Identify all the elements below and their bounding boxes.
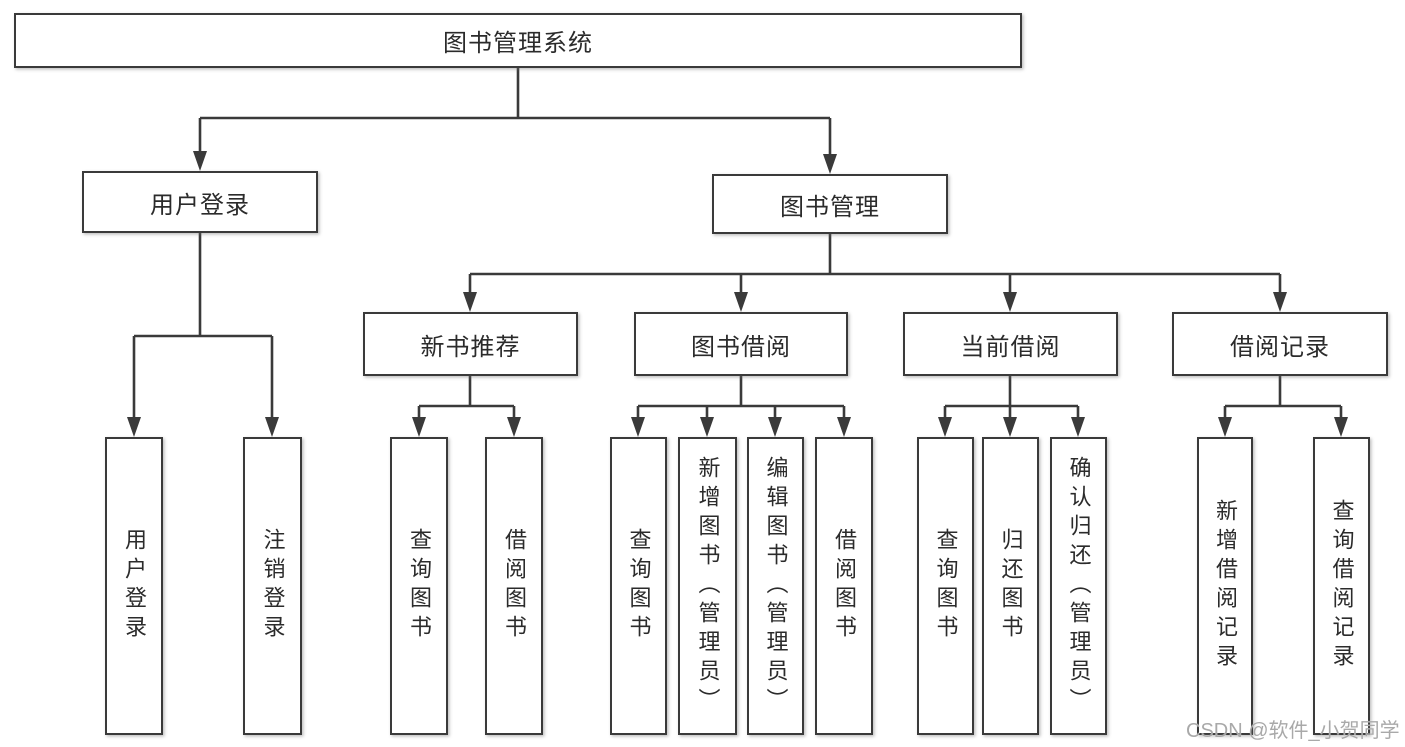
node-user-login-leaf: 用户登录 xyxy=(105,437,163,735)
node-return-book: 归还图书 xyxy=(982,437,1039,735)
node-edit-book-admin: 编辑图书（管理员） xyxy=(747,437,804,735)
node-borrow-book-leaf: 借阅图书 xyxy=(815,437,873,735)
connector-borrow-records-to-leaves xyxy=(1218,376,1348,437)
node-logout-leaf: 注销登录 xyxy=(243,437,302,735)
connector-user-login-to-leaves xyxy=(127,233,279,437)
node-add-borrow-record: 新增借阅记录 xyxy=(1197,437,1253,735)
connector-new-book-recommend-to-leaves xyxy=(412,376,521,437)
node-borrow-records: 借阅记录 xyxy=(1172,312,1388,376)
node-book-management: 图书管理 xyxy=(712,174,948,234)
connector-root-to-level2 xyxy=(193,68,837,174)
node-query-book-recommend: 查询图书 xyxy=(390,437,448,735)
node-query-book-borrow: 查询图书 xyxy=(610,437,667,735)
node-query-borrow-record: 查询借阅记录 xyxy=(1313,437,1370,735)
connector-current-borrow-to-leaves xyxy=(938,376,1085,437)
node-query-book-current: 查询图书 xyxy=(917,437,974,735)
node-new-book-recommend: 新书推荐 xyxy=(363,312,578,376)
node-add-book-admin: 新增图书（管理员） xyxy=(678,437,737,735)
node-confirm-return-admin: 确认归还（管理员） xyxy=(1050,437,1107,735)
connector-book-management-to-level3 xyxy=(463,234,1287,312)
node-borrow-book-recommend: 借阅图书 xyxy=(485,437,543,735)
csdn-watermark: CSDN @软件_小贺同学 xyxy=(1186,720,1400,742)
node-book-borrow: 图书借阅 xyxy=(634,312,848,376)
connector-book-borrow-to-leaves xyxy=(631,376,851,437)
node-root: 图书管理系统 xyxy=(14,13,1022,68)
node-current-borrow: 当前借阅 xyxy=(903,312,1118,376)
node-user-login: 用户登录 xyxy=(82,171,318,233)
